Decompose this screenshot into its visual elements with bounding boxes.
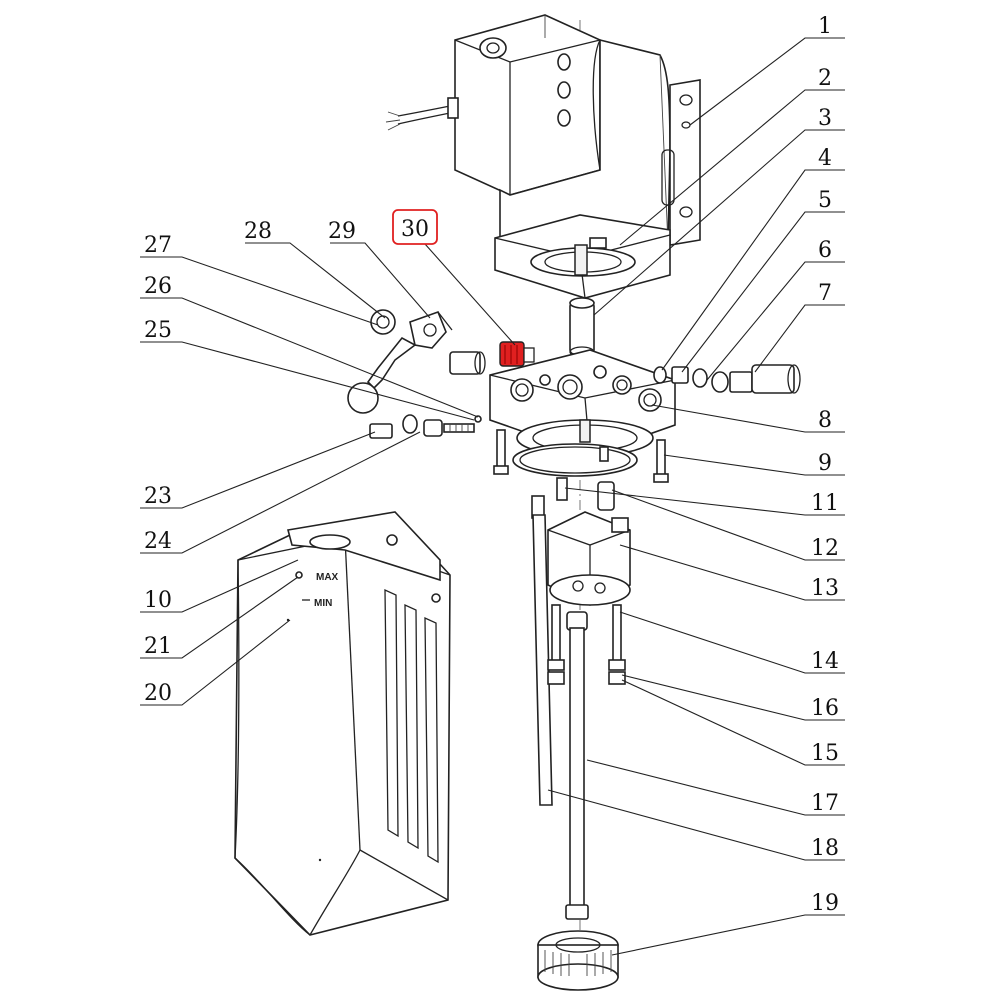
callout-3: 3 <box>818 106 832 131</box>
right-fittings <box>653 364 801 394</box>
min-level-label: MIN <box>314 598 332 609</box>
callout-16: 16 <box>811 696 839 721</box>
callout-5: 5 <box>818 188 832 213</box>
callout-12: 12 <box>811 536 839 561</box>
callout-20: 20 <box>144 681 172 706</box>
callout-13: 13 <box>811 576 839 601</box>
callout-21: 21 <box>144 634 172 659</box>
pump-bolts <box>547 604 626 685</box>
callout-14: 14 <box>811 649 839 674</box>
callout-4: 4 <box>818 146 832 171</box>
coupling <box>569 297 595 358</box>
callout-25: 25 <box>144 318 172 343</box>
callout-numbers: 1 2 3 4 5 6 7 8 9 11 12 13 14 16 15 17 1… <box>144 14 839 916</box>
motor <box>385 14 701 990</box>
o-ring <box>512 443 638 477</box>
suction-tube-and-filter <box>537 611 619 991</box>
callout-9: 9 <box>818 451 832 476</box>
callout-18: 18 <box>811 836 839 861</box>
callout-1: 1 <box>818 14 832 39</box>
reservoir-tank: MAX MIN <box>234 511 451 936</box>
callout-23: 23 <box>144 484 172 509</box>
part-30-valve <box>499 341 535 367</box>
callout-10: 10 <box>144 588 172 613</box>
callout-19: 19 <box>811 891 839 916</box>
callout-27: 27 <box>144 233 172 258</box>
callout-11: 11 <box>811 491 839 516</box>
callout-2: 2 <box>818 66 832 91</box>
callout-7: 7 <box>818 281 832 306</box>
callout-17: 17 <box>811 791 839 816</box>
callout-30: 30 <box>401 217 429 242</box>
callout-28: 28 <box>244 219 272 244</box>
callout-24: 24 <box>144 529 172 554</box>
gear-pump <box>547 481 631 606</box>
max-level-label: MAX <box>316 572 339 583</box>
release-valve-assembly <box>347 309 535 439</box>
callout-26: 26 <box>144 274 172 299</box>
return-tube <box>531 495 553 806</box>
callout-6: 6 <box>818 238 832 263</box>
callout-29: 29 <box>328 219 356 244</box>
manifold-bolts <box>493 429 669 501</box>
part-30-highlight-box <box>392 209 438 245</box>
leader-lines <box>140 37 845 956</box>
callout-8: 8 <box>818 408 832 433</box>
callout-15: 15 <box>811 741 839 766</box>
